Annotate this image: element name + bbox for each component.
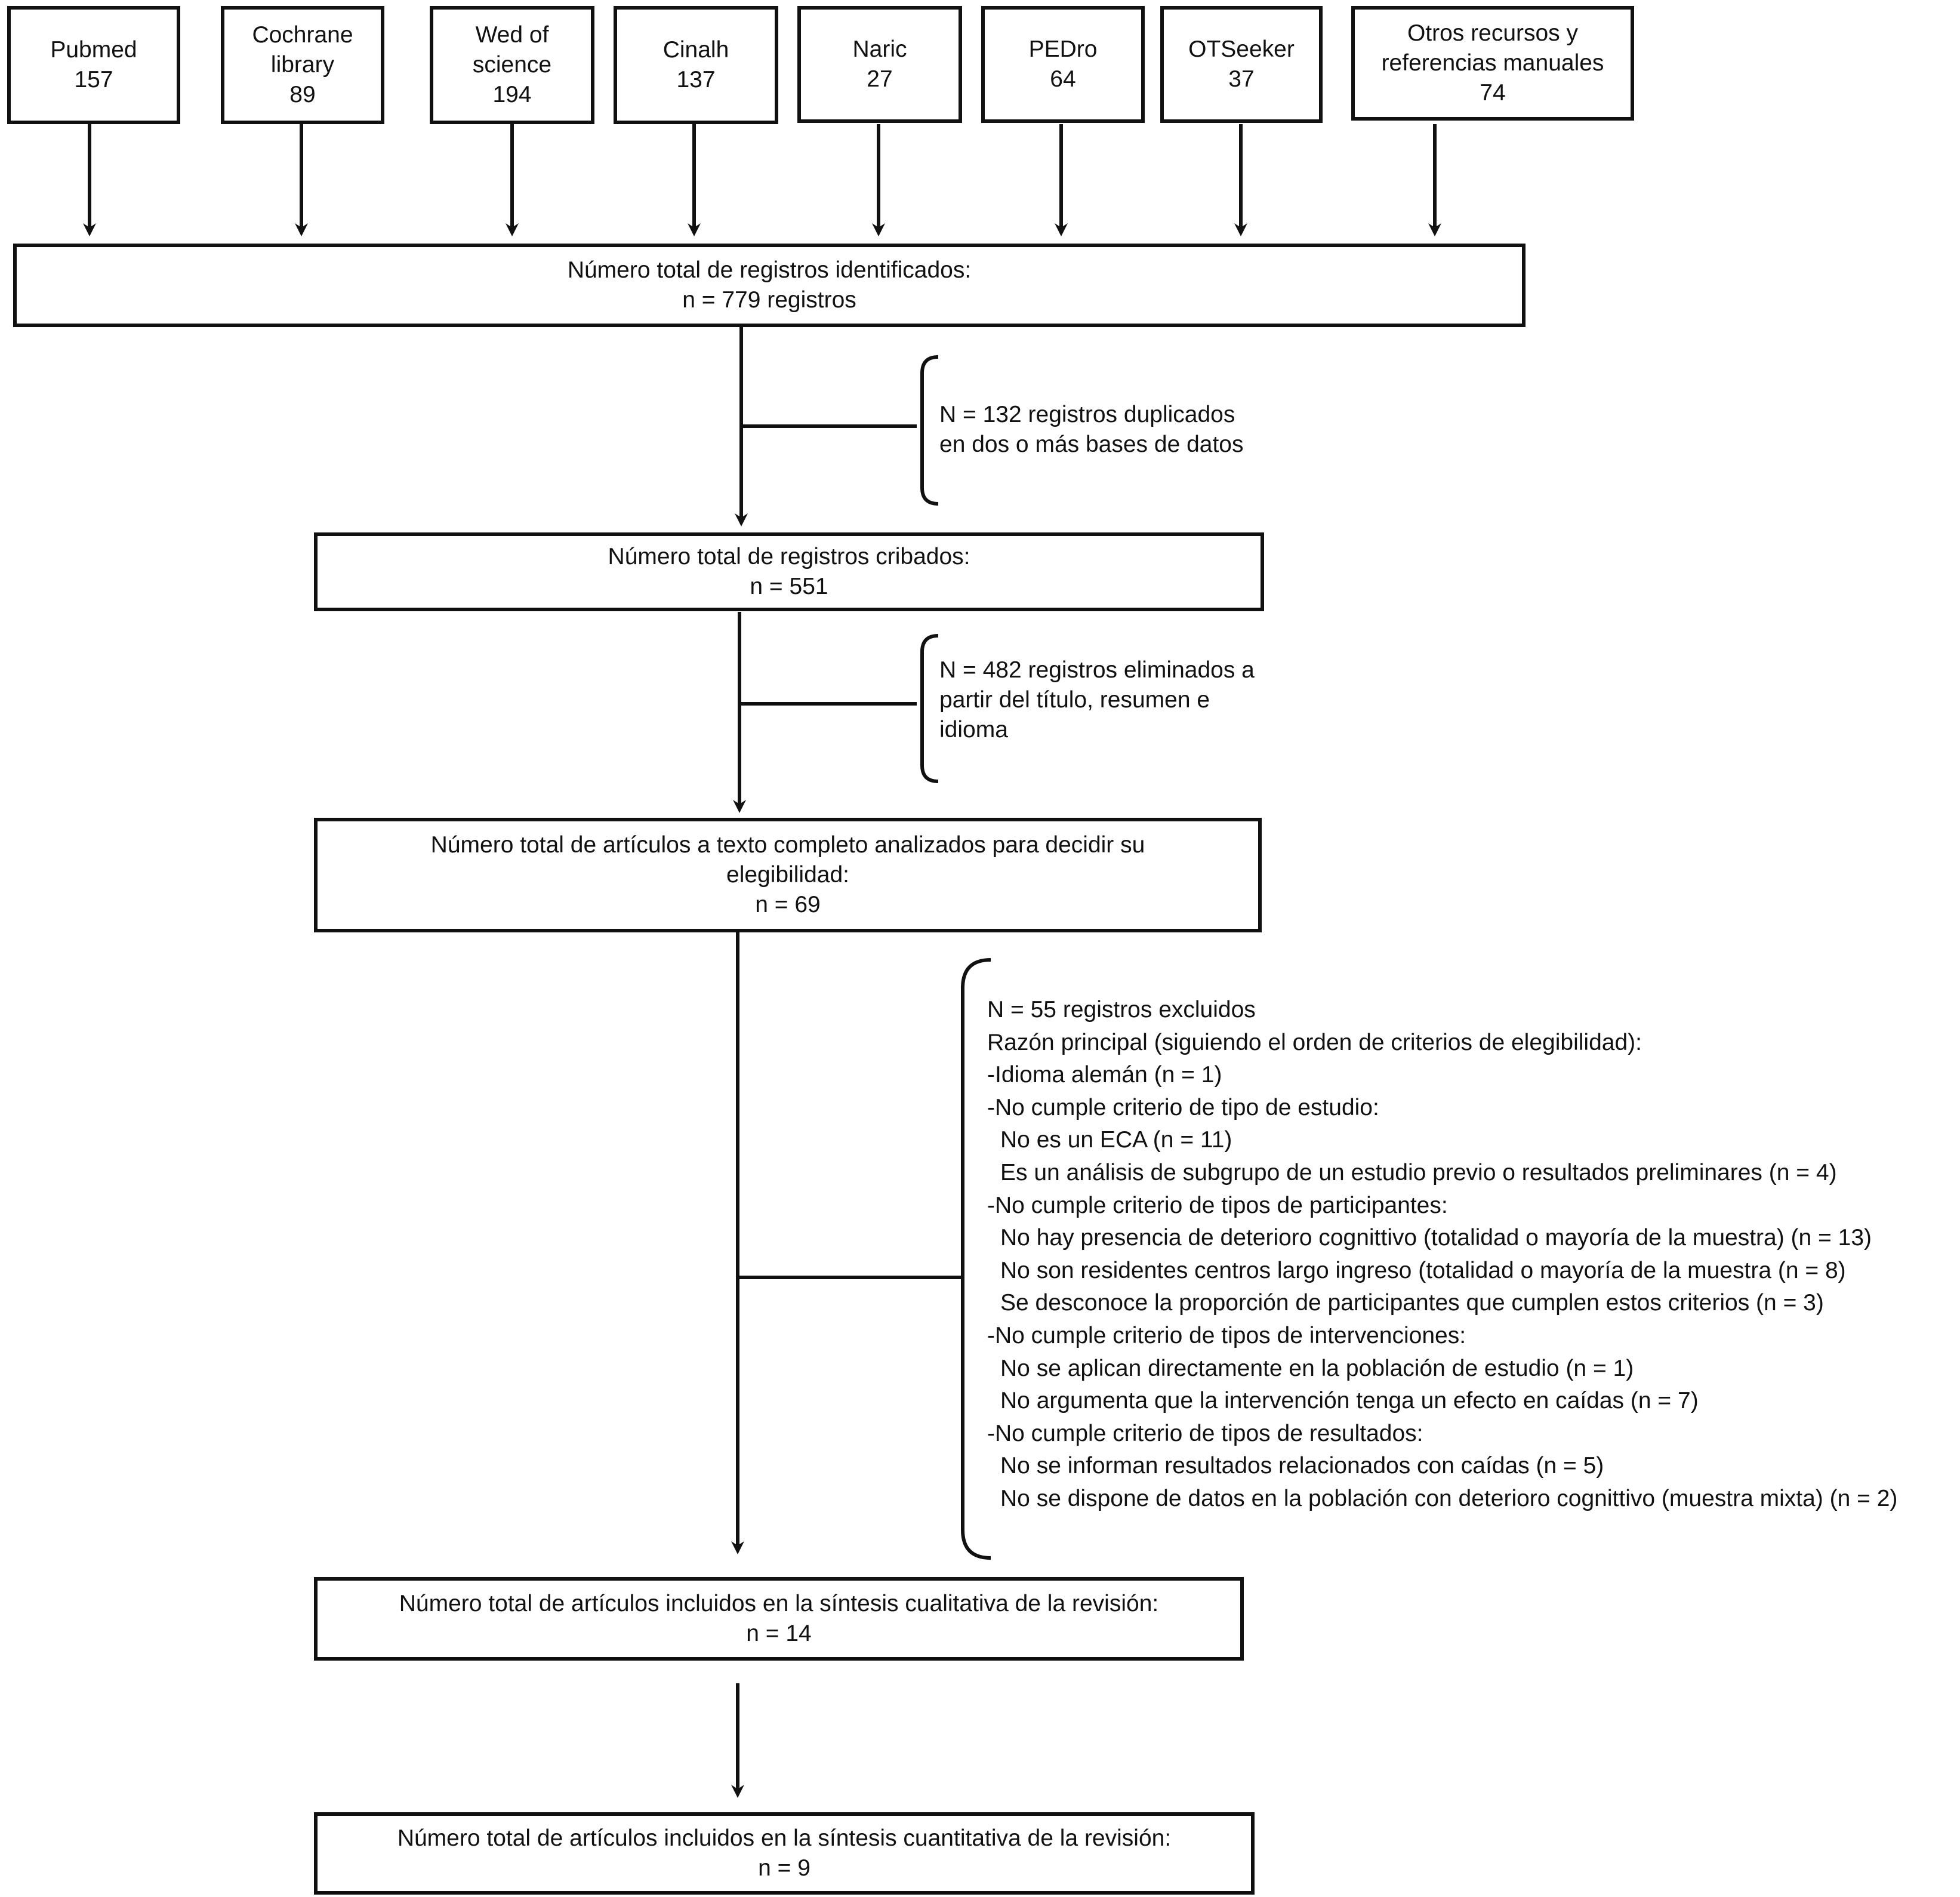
excluded-line: -No cumple criterio de tipos de resultad… [987, 1420, 1423, 1446]
source-count: 64 [1050, 66, 1076, 92]
excluded-subline: Se desconoce la proporción de participan… [1000, 1290, 1824, 1316]
qualitative-label: Número total de artículos incluidos en l… [399, 1591, 1159, 1616]
source-name: OTSeeker [1188, 36, 1295, 62]
brace-duplicates [920, 355, 939, 506]
excluded-subline: No se informan resultados relacionados c… [1000, 1453, 1604, 1479]
source-name: Wed of [475, 22, 549, 48]
identified-label: Número total de registros identificados: [567, 257, 972, 283]
source-name: library [270, 52, 335, 78]
brace-excluded [961, 958, 991, 1560]
source-box-cochrane: Cochrane library 89 [221, 6, 384, 124]
excluded-line: -No cumple criterio de tipos de particip… [987, 1192, 1448, 1218]
source-name: Naric [852, 36, 907, 62]
excluded-line: -No cumple criterio de tipos de interven… [987, 1322, 1466, 1348]
qualitative-count: n = 14 [746, 1621, 812, 1646]
quantitative-count: n = 9 [758, 1855, 810, 1881]
duplicates-note: N = 132 registros duplicados en dos o má… [939, 400, 1244, 460]
screened-box: Número total de registros cribados: n = … [314, 532, 1264, 611]
quantitative-box: Número total de artículos incluidos en l… [314, 1812, 1255, 1895]
duplicates-line: en dos o más bases de datos [939, 432, 1244, 457]
duplicates-line: N = 132 registros duplicados [939, 402, 1235, 427]
removed-line: N = 482 registros eliminados a [939, 657, 1255, 683]
source-name: Pubmed [50, 37, 137, 63]
source-count: 74 [1480, 80, 1506, 106]
identified-box: Número total de registros identificados:… [13, 244, 1526, 327]
source-name: referencias manuales [1381, 50, 1604, 76]
fulltext-label: elegibilidad: [726, 862, 849, 888]
fulltext-count: n = 69 [755, 892, 821, 917]
source-name: Cochrane [252, 22, 353, 48]
source-name: Otros recursos y [1407, 20, 1579, 46]
excluded-subline: Es un análisis de subgrupo de un estudio… [1000, 1159, 1837, 1185]
excluded-line: -Idioma alemán (n = 1) [987, 1062, 1222, 1088]
removed-note: N = 482 registros eliminados a partir de… [939, 655, 1255, 745]
removed-line: partir del título, resumen e [939, 687, 1210, 713]
excluded-line: -No cumple criterio de tipo de estudio: [987, 1094, 1379, 1120]
source-count: 27 [867, 66, 893, 92]
removed-line: idioma [939, 717, 1008, 743]
source-count: 37 [1228, 66, 1255, 92]
source-name: Cinalh [662, 37, 729, 63]
excluded-subline: No hay presencia de deterioro cognittivo… [1000, 1225, 1872, 1251]
excluded-subline: No se aplican directamente en la poblaci… [1000, 1355, 1634, 1381]
source-box-pubmed: Pubmed 157 [7, 6, 180, 124]
excluded-subline: No es un ECA (n = 11) [1000, 1127, 1232, 1153]
excluded-note: N = 55 registros excluidos Razón princip… [987, 994, 1897, 1516]
source-box-cinalh: Cinalh 137 [614, 6, 778, 124]
qualitative-box: Número total de artículos incluidos en l… [314, 1577, 1244, 1661]
excluded-subline: No se dispone de datos en la población c… [1000, 1485, 1898, 1511]
source-box-pedro: PEDro 64 [981, 6, 1145, 123]
excluded-line: N = 55 registros excluidos [987, 997, 1256, 1023]
excluded-subline: No argumenta que la intervención tenga u… [1000, 1388, 1699, 1414]
fulltext-box: Número total de artículos a texto comple… [314, 818, 1262, 932]
identified-count: n = 779 registros [682, 287, 856, 313]
source-count: 157 [74, 67, 113, 93]
fulltext-label: Número total de artículos a texto comple… [430, 832, 1145, 858]
brace-removed [920, 634, 939, 783]
screened-label: Número total de registros cribados: [608, 544, 970, 569]
source-box-otseeker: OTSeeker 37 [1160, 6, 1323, 123]
source-name: science [472, 52, 552, 78]
excluded-subline: No son residentes centros largo ingreso … [1000, 1257, 1846, 1283]
source-count: 89 [289, 82, 316, 107]
screened-count: n = 551 [750, 574, 828, 599]
source-box-otros: Otros recursos y referencias manuales 74 [1351, 6, 1634, 121]
quantitative-label: Número total de artículos incluidos en l… [397, 1825, 1172, 1851]
excluded-line: Razón principal (siguiendo el orden de c… [987, 1029, 1642, 1055]
source-count: 137 [676, 67, 716, 93]
source-count: 194 [492, 82, 532, 107]
source-box-naric: Naric 27 [797, 6, 962, 123]
source-name: PEDro [1028, 36, 1098, 62]
source-box-wos: Wed of science 194 [430, 6, 594, 124]
